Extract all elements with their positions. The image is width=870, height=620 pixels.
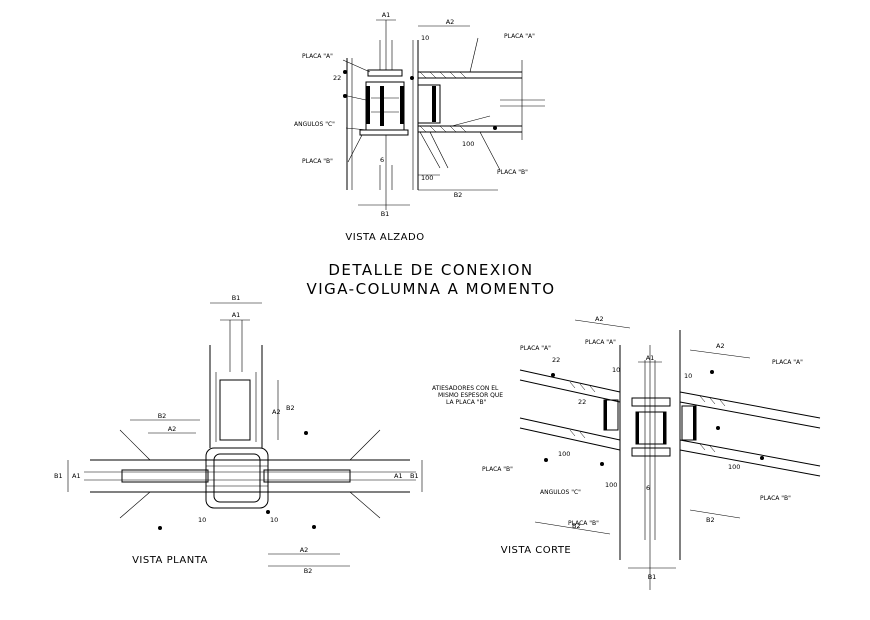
alzado-dim-a2: A2 [446, 18, 455, 26]
corte-label-placa-b-left: PLACA "B" [482, 466, 513, 473]
corte-label-placa-b-bottom: PLACA "B" [568, 520, 599, 527]
alzado-dim-100-h: 100 [421, 174, 433, 182]
corte-label-placa-a-3: PLACA "A" [772, 359, 803, 366]
alzado-label-placa-a-right: PLACA "A" [504, 33, 535, 40]
planta-dim-10-left: 10 [198, 516, 206, 524]
corte-label-angulos-c: ANGULOS "C" [540, 489, 581, 496]
planta-dim-a2-bottom: A2 [300, 546, 309, 554]
alzado-label-placa-b-left: PLACA "B" [302, 158, 333, 165]
corte-dim-a2-top-right: A2 [716, 342, 725, 350]
alzado-dim-22: 22 [333, 74, 341, 82]
corte-dim-b2-left: B2 [572, 522, 581, 530]
corte-dim-100-right: 100 [728, 463, 740, 471]
planta-dim-b2-v: B2 [286, 404, 295, 412]
corte-dim-10-right: 10 [684, 372, 692, 380]
corte-label-placa-b-right: PLACA "B" [760, 495, 791, 502]
vista-corte-drawing [519, 319, 821, 590]
drawing-title-line2: VIGA-COLUMNA A MOMENTO [306, 280, 555, 298]
alzado-label-placa-b-right: PLACA "B" [497, 169, 528, 176]
planta-dim-a2-v: A2 [272, 408, 281, 416]
planta-dim-b1-left: B1 [54, 472, 63, 480]
alzado-dim-a1: A1 [382, 11, 391, 19]
corte-label-atiesadores-3: LA PLACA "B" [446, 399, 487, 406]
corte-dim-100-left: 100 [558, 450, 570, 458]
corte-dim-b1: B1 [648, 573, 657, 581]
alzado-dim-10: 10 [421, 34, 429, 42]
vista-planta-drawing [67, 302, 423, 567]
vista-alzado-drawing [342, 19, 545, 210]
planta-dim-b2-bottom: B2 [304, 567, 313, 575]
view-label-planta: VISTA PLANTA [132, 555, 208, 566]
planta-dim-a1-left: A1 [72, 472, 81, 480]
planta-dim-b2-h: B2 [158, 412, 167, 420]
corte-label-atiesadores-1: ATIESADORES CON EL [432, 385, 499, 392]
corte-label-atiesadores-2: MISMO ESPESOR QUE [438, 392, 503, 399]
alzado-label-placa-a-left: PLACA "A" [302, 53, 333, 60]
planta-dim-b1: B1 [232, 294, 241, 302]
view-label-corte: VISTA CORTE [501, 545, 572, 556]
planta-dim-a2-h: A2 [168, 425, 177, 433]
drawing-title-line1: DETALLE DE CONEXION [328, 261, 533, 279]
corte-dim-a2-top-left: A2 [595, 315, 604, 323]
corte-label-placa-a-1: PLACA "A" [520, 345, 551, 352]
planta-dim-a1: A1 [232, 311, 241, 319]
alzado-dim-6: 6 [380, 156, 384, 164]
corte-label-placa-a-2: PLACA "A" [585, 339, 616, 346]
corte-dim-6: 6 [646, 484, 650, 492]
alzado-dim-b2: B2 [454, 191, 463, 199]
corte-dim-b2-right: B2 [706, 516, 715, 524]
corte-dim-10-left: 10 [612, 366, 620, 374]
planta-dim-a1-right: A1 [394, 472, 403, 480]
corte-dim-100-mid: 100 [605, 481, 617, 489]
alzado-dim-b1: B1 [381, 210, 390, 218]
alzado-label-angulos-c: ANGULOS "C" [294, 121, 335, 128]
planta-dim-10-right: 10 [270, 516, 278, 524]
alzado-dim-100-v: 100 [462, 140, 474, 148]
view-label-alzado: VISTA ALZADO [345, 232, 424, 243]
corte-dim-22-a: 22 [578, 398, 586, 406]
corte-dim-22-b: 22 [552, 356, 560, 364]
planta-dim-b1-right: B1 [410, 472, 419, 480]
corte-dim-a1: A1 [646, 354, 655, 362]
